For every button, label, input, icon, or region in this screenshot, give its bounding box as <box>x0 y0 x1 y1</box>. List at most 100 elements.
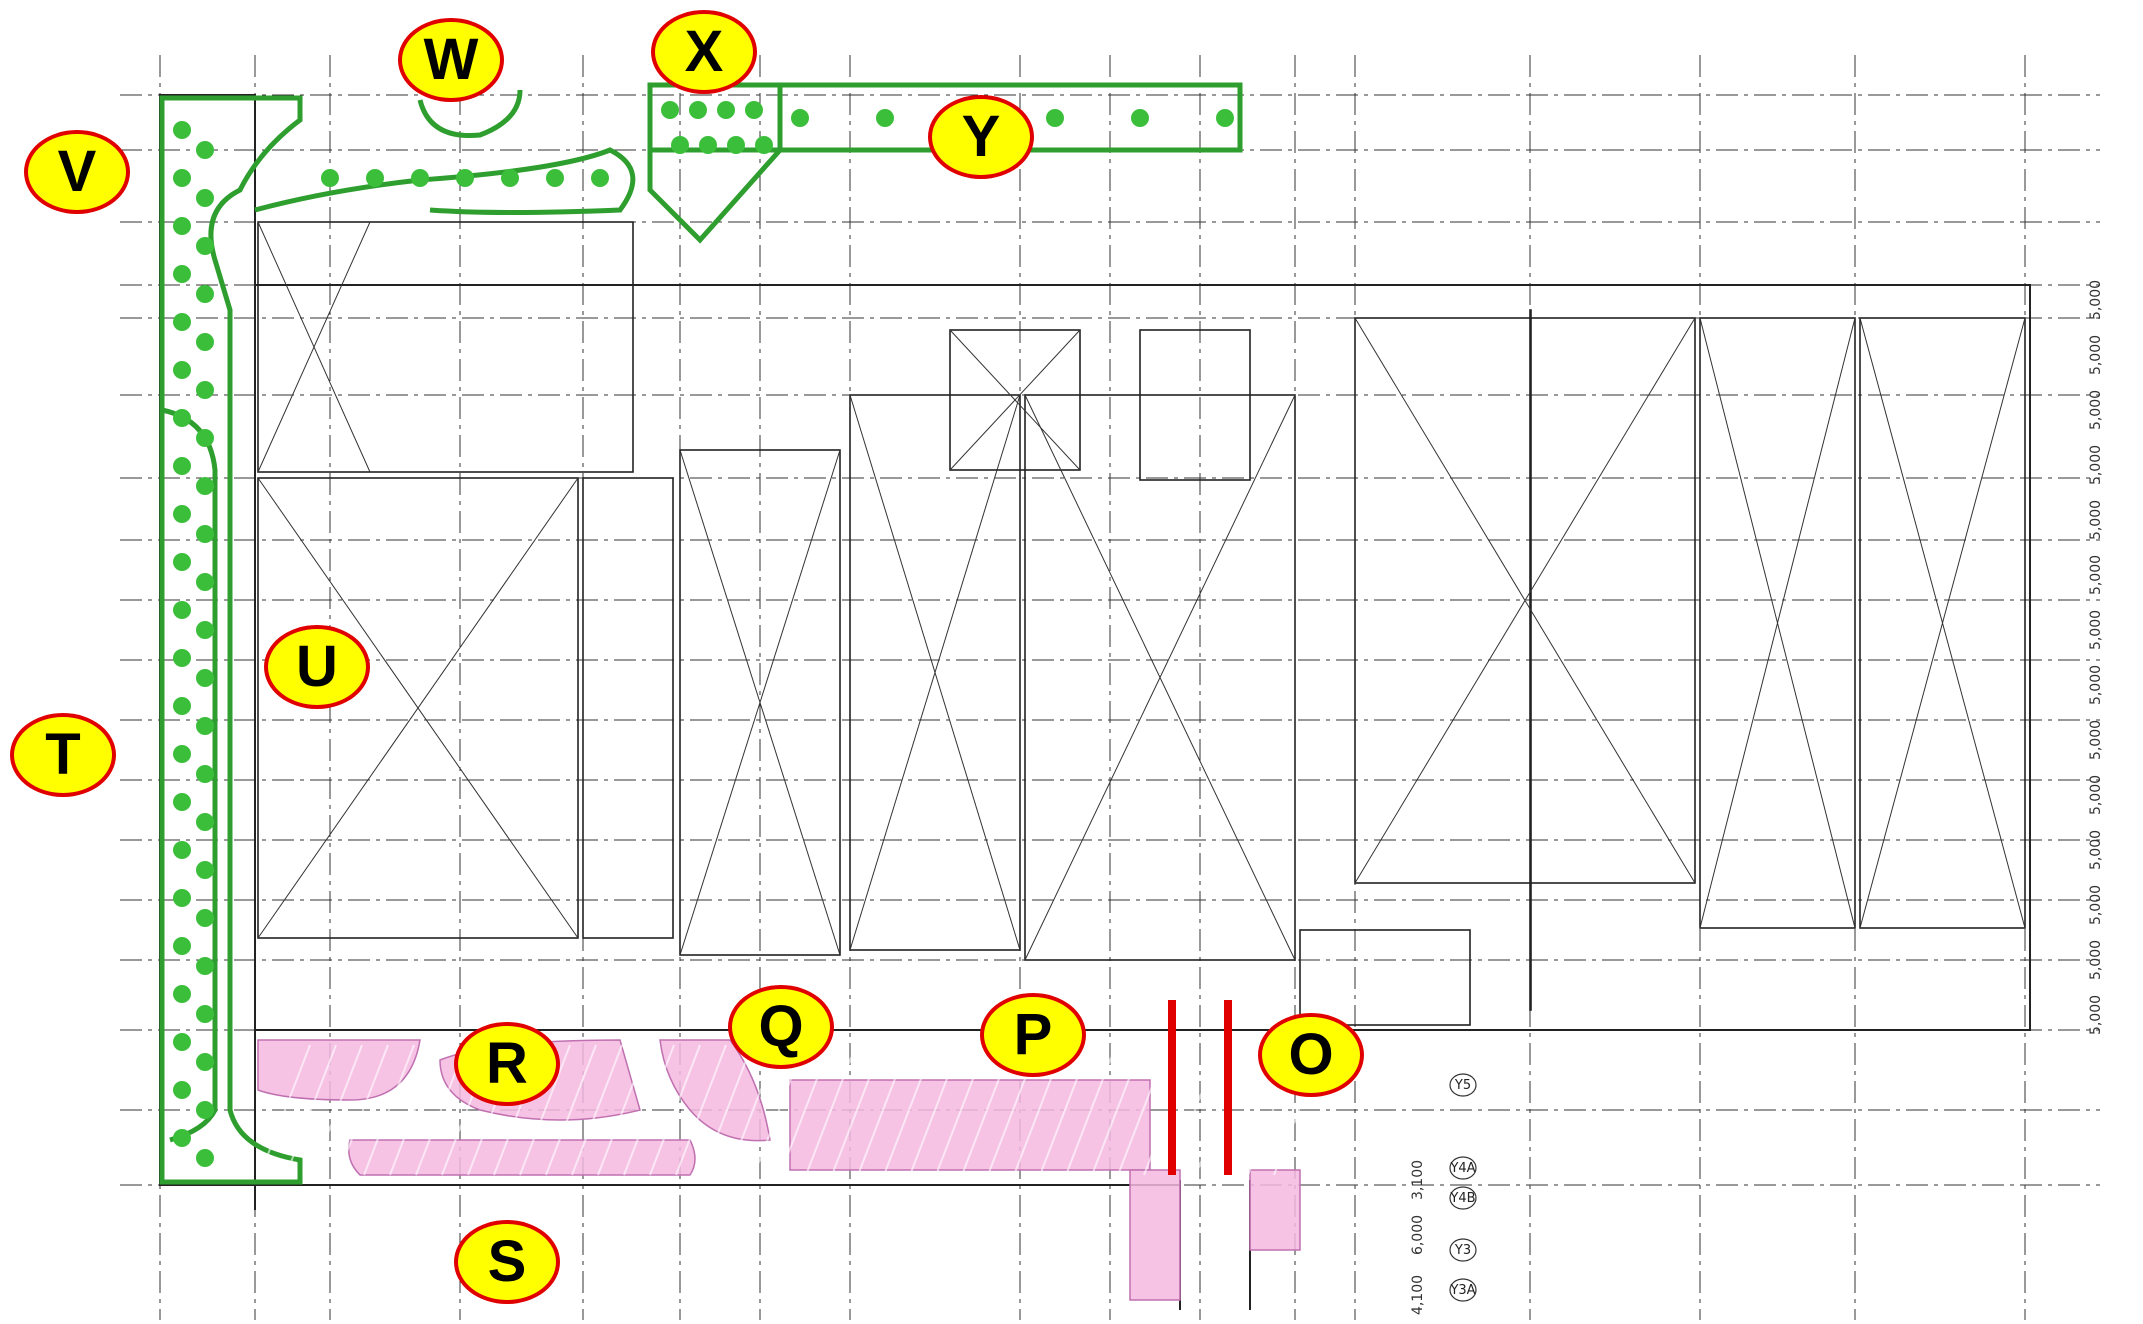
marker-u: U <box>264 625 370 709</box>
shrub-dot <box>196 861 214 879</box>
hatch-line <box>1195 1044 1247 1176</box>
hatch-line <box>597 1044 649 1176</box>
shrub-dot <box>196 717 214 735</box>
marker-x: X <box>651 10 757 94</box>
axis-label: Y4A <box>1449 1161 1475 1176</box>
hatch-line <box>935 1044 987 1176</box>
axis-label: Y3 <box>1454 1243 1471 1258</box>
marker-t: T <box>10 713 116 797</box>
shrub-dot <box>196 765 214 783</box>
shrub-dot <box>791 109 809 127</box>
shrub-dot <box>456 169 474 187</box>
hatch-line <box>311 1044 363 1176</box>
shrub-dot <box>196 189 214 207</box>
grid-dimension-label: 5,000 <box>2088 830 2104 870</box>
axis-bubble: Y3 <box>1449 1238 1477 1262</box>
axis-label: Y5 <box>1454 1078 1471 1093</box>
shrub-dot <box>173 841 191 859</box>
grid-dimension-label: 5,000 <box>2088 280 2104 320</box>
marker-r: R <box>454 1022 560 1106</box>
grid-dimension-label: 5,000 <box>2088 995 2104 1035</box>
grid-dimension-label: 5,000 <box>2088 445 2104 485</box>
shrub-dot <box>196 621 214 639</box>
shrub-dot <box>1046 109 1064 127</box>
lower-dimension-label: 3,100 <box>1410 1160 1426 1200</box>
shrub-dot <box>173 361 191 379</box>
axis-label: Y3A <box>1449 1283 1475 1298</box>
hatch-line <box>1117 1044 1169 1176</box>
shrub-dot <box>173 793 191 811</box>
grid-dimension-label: 5,000 <box>2088 335 2104 375</box>
shrub-dot <box>173 409 191 427</box>
shrub-dot <box>173 1033 191 1051</box>
shrub-dot <box>661 101 679 119</box>
shrub-dot <box>173 1129 191 1147</box>
axis-bubble: Y3A <box>1449 1278 1477 1302</box>
hatch-line <box>337 1044 389 1176</box>
green-shrub-dots <box>173 101 1234 1167</box>
hatch-line <box>701 1044 753 1176</box>
hatch-line <box>805 1044 857 1176</box>
axis-bubble-outline <box>1449 1278 1477 1302</box>
shrub-dot <box>699 136 717 154</box>
shrub-dot <box>196 573 214 591</box>
hatch-line <box>519 1044 571 1176</box>
shrub-dot <box>196 813 214 831</box>
axis-bubble: Y5 <box>1449 1073 1477 1097</box>
lower-dimension-label: 6,000 <box>1410 1215 1426 1255</box>
shrub-dot <box>366 169 384 187</box>
shrub-dot <box>173 265 191 283</box>
shrub-dot <box>196 1149 214 1167</box>
axis-label: Y4B <box>1449 1191 1475 1206</box>
shrub-dot <box>727 136 745 154</box>
marker-q: Q <box>728 985 834 1069</box>
grid-dimension-label: 5,000 <box>2088 940 2104 980</box>
hatch-line <box>623 1044 675 1176</box>
shrub-dot <box>1216 109 1234 127</box>
marker-p: P <box>980 993 1086 1077</box>
shrub-dot <box>1131 109 1149 127</box>
shrub-dot <box>717 101 735 119</box>
shrub-dot <box>755 136 773 154</box>
axis-bubble-outline <box>1449 1186 1477 1210</box>
hatch-line <box>883 1044 935 1176</box>
shrub-dot <box>196 285 214 303</box>
hatch-line <box>649 1044 701 1176</box>
shrub-dot <box>173 121 191 139</box>
hatch-line <box>571 1044 623 1176</box>
shrub-dot <box>745 101 763 119</box>
shrub-dot <box>173 697 191 715</box>
hatch-line <box>909 1044 961 1176</box>
shrub-dot <box>173 601 191 619</box>
marker-v: V <box>24 130 130 214</box>
grid-dimension-label: 5,000 <box>2088 500 2104 540</box>
shrub-dot <box>173 457 191 475</box>
hatch-line <box>1039 1044 1091 1176</box>
hatch-line <box>1065 1044 1117 1176</box>
hatch-line <box>389 1044 441 1176</box>
grid-dimension-label: 5,000 <box>2088 665 2104 705</box>
marker-o: O <box>1258 1013 1364 1097</box>
axis-bubble: Y4B <box>1449 1186 1477 1210</box>
shrub-dot <box>173 217 191 235</box>
grid-dimension-label: 5,000 <box>2088 720 2104 760</box>
hatch-line <box>779 1044 831 1176</box>
hatch-line <box>285 1044 337 1176</box>
pink-zone-hatching <box>259 1044 1325 1176</box>
hatch-line <box>545 1044 597 1176</box>
hatch-line <box>259 1044 311 1176</box>
shrub-dot <box>173 313 191 331</box>
shrub-dot <box>196 141 214 159</box>
shrub-dot <box>876 109 894 127</box>
barrier-lines <box>1168 1000 1232 1175</box>
shrub-dot <box>196 1005 214 1023</box>
shrub-dot <box>196 381 214 399</box>
marker-w: W <box>398 18 504 102</box>
shrub-dot <box>173 1081 191 1099</box>
shrub-dot <box>196 957 214 975</box>
grid-dimension-label: 5,000 <box>2088 885 2104 925</box>
shrub-dot <box>196 1101 214 1119</box>
